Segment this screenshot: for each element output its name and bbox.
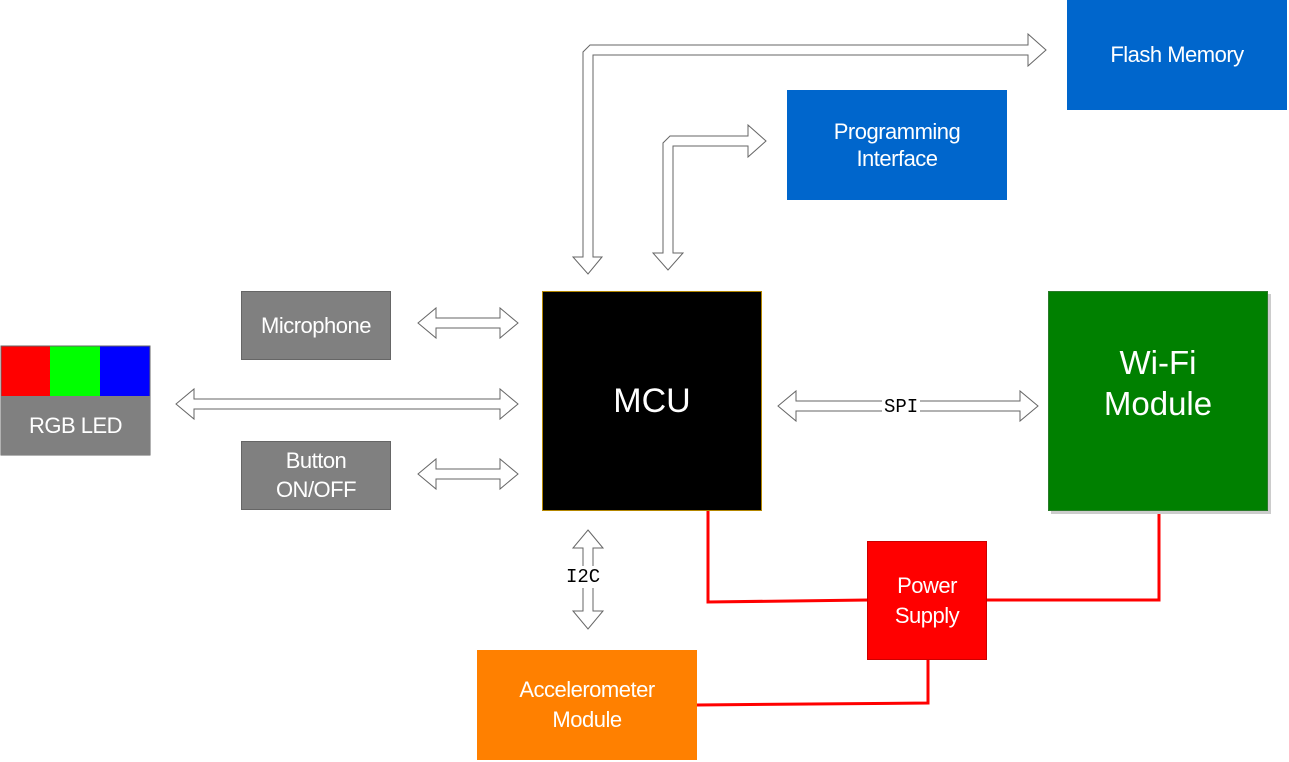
flash-memory-arrow [571,32,1047,275]
wifi-module-label-line1: Wi-Fi [1119,343,1197,381]
flash-memory-block: Flash Memory [1067,0,1287,110]
power-wire-accelerometer [696,660,930,707]
microphone-label: Microphone [261,312,371,338]
wifi-module-label-line2: Module [1103,385,1213,422]
button-label-line2: ON/OFF [275,476,357,502]
mcu-block: MCU [542,291,762,511]
programming-interface-label-line1: Programming [833,118,961,144]
flash-memory-label: Flash Memory [1110,42,1244,68]
programming-interface-arrow [651,123,767,271]
power-wire-mcu [706,511,869,604]
microphone-mcu-arrow [417,306,519,340]
spi-label: SPI [882,396,921,418]
power-wire-wifi [987,511,1161,602]
rgb-led-blue-segment [100,346,150,396]
mcu-label: MCU [613,381,691,420]
power-supply-block: Power Supply [867,541,987,660]
rgb-led-label: RGB LED [28,412,123,438]
i2c-label: I2C [564,566,603,588]
programming-interface-block: Programming Interface [787,90,1007,200]
wifi-module-block: Wi-Fi Module [1048,291,1268,511]
programming-interface-label-line2: Interface [856,146,938,171]
accelerometer-label-line2: Module [552,707,622,732]
rgb-led-red-segment [1,346,50,396]
power-supply-label-line2: Supply [894,602,960,628]
accelerometer-block: Accelerometer Module [477,650,697,760]
button-mcu-arrow [417,457,519,491]
button-label-line1: Button [285,447,347,473]
rgb-led-mcu-arrow [175,387,519,421]
rgb-led-green-segment [50,346,100,396]
power-supply-label-line1: Power [897,572,957,598]
button-block: Button ON/OFF [241,441,391,510]
rgb-led-block: RGB LED [1,396,150,455]
microphone-block: Microphone [241,291,391,360]
accelerometer-label-line1: Accelerometer [519,677,655,703]
